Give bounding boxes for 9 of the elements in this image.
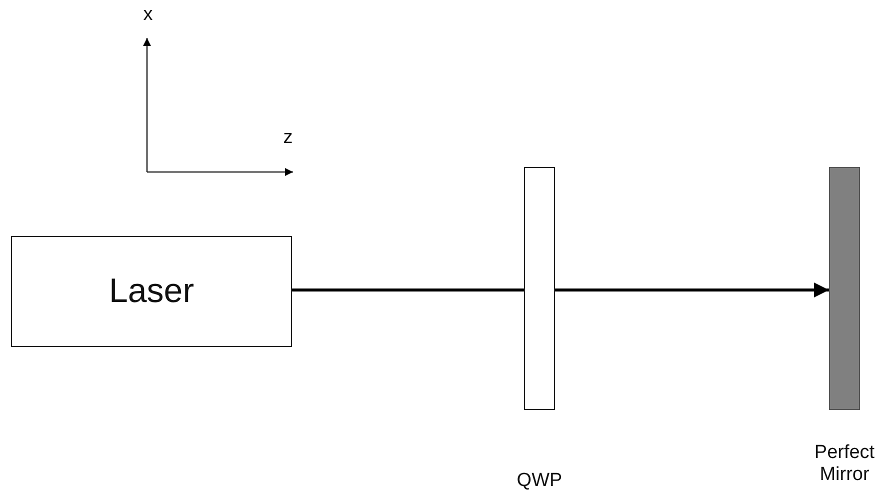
component-label: Perfect Mirror: [813, 442, 876, 486]
beam-arrow: [555, 282, 829, 298]
laser-box: [11, 236, 292, 347]
axis-label: z: [282, 127, 294, 149]
node-label: Laser: [108, 272, 194, 311]
axis-label: x: [142, 4, 154, 26]
mirror-bar: [829, 167, 860, 410]
waveplate-bar: [524, 167, 555, 410]
component-label: QWP: [516, 470, 564, 491]
